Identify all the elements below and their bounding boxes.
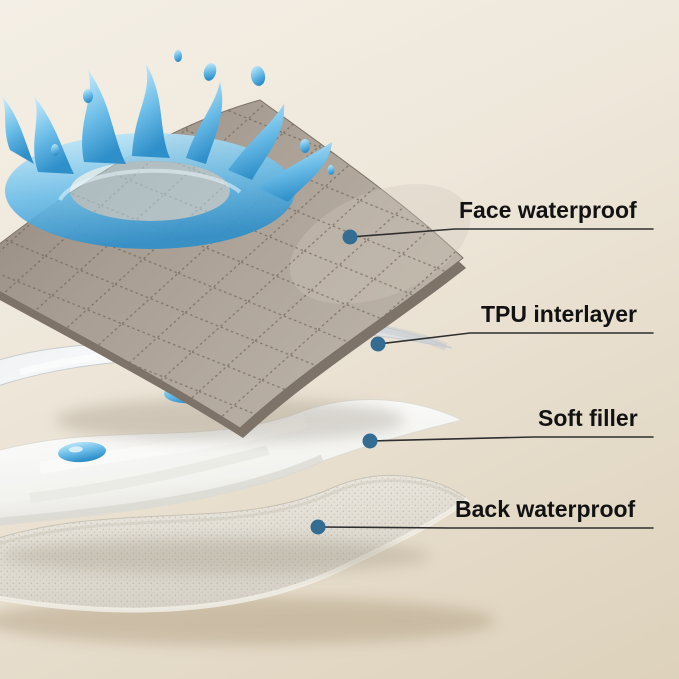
callout-line [369,436,654,442]
callout-label-tpu-interlayer: TPU interlayer [481,301,637,327]
callout-label-back-waterproof: Back waterproof [455,496,636,522]
callout-label-soft-filler: Soft filler [538,405,638,431]
callout-dot [370,336,386,352]
filler-shadow [0,538,430,574]
callout-tpu-interlayer: TPU interlayer [370,301,654,352]
callout-dot [310,519,326,535]
water-bead [58,441,106,463]
callout-line [317,526,654,529]
callout-soft-filler: Soft filler [362,405,654,449]
callout-line [377,332,654,345]
callout-face-waterproof: Face waterproof [342,197,654,245]
water-droplets [51,50,335,175]
callout-dot [362,433,378,449]
callout-back-waterproof: Back waterproof [310,496,654,535]
water-splash [2,50,335,249]
callout-label-face-waterproof: Face waterproof [459,197,637,223]
callout-dot [342,229,358,245]
callouts: Face waterproof TPU interlayer Soft fill… [310,197,654,535]
callout-line [349,228,654,238]
